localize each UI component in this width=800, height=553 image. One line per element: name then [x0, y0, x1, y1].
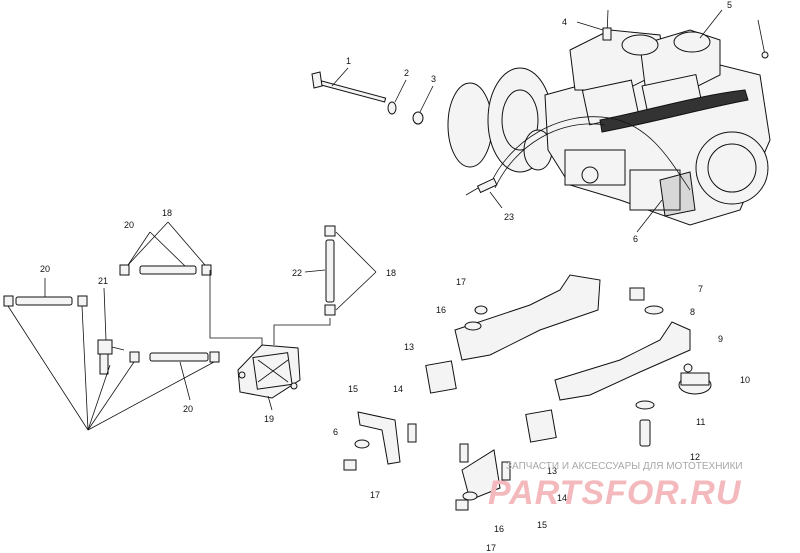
engine-mount-brackets: [343, 274, 712, 511]
callout-16-top: 16: [436, 305, 446, 315]
callout-20-top: 20: [124, 220, 134, 230]
callout-labels: 1 2 3 4 5 6 23 18 20 20 21 22 18 19 20 1…: [40, 0, 750, 553]
callout-15-right: 15: [537, 520, 547, 530]
callout-14-right: 14: [557, 493, 567, 503]
callout-15-left: 15: [348, 384, 358, 394]
callout-22: 22: [292, 268, 302, 278]
callout-18-top: 18: [162, 208, 172, 218]
callout-16-bottom: 16: [494, 524, 504, 534]
callout-17-bottom: 17: [486, 543, 496, 553]
callout-6-engine: 6: [633, 234, 638, 244]
callout-21: 21: [98, 276, 108, 286]
callout-23: 23: [504, 212, 514, 222]
callout-20-bottom: 20: [183, 404, 193, 414]
watermark-logo: PARTSFOR.RU: [488, 474, 742, 512]
callout-20-left: 20: [40, 264, 50, 274]
callout-13-upper: 13: [404, 342, 414, 352]
callout-17-top: 17: [456, 277, 466, 287]
throttle-cable-end: [465, 177, 498, 196]
fuel-pump: [237, 344, 301, 399]
callout-13-lower: 13: [547, 466, 557, 476]
callout-14-left: 14: [393, 384, 403, 394]
callout-9: 9: [718, 334, 723, 344]
callout-5: 5: [727, 0, 732, 10]
engine-mount-bolt-set: [311, 71, 424, 125]
engine-assembly: [447, 9, 771, 226]
callout-3: 3: [431, 74, 436, 84]
callout-10: 10: [740, 375, 750, 385]
callout-12: 12: [690, 452, 700, 462]
fuel-hoses: [3, 225, 336, 375]
callout-19: 19: [264, 414, 274, 424]
watermark: ЗАПЧАСТИ И АКСЕССУАРЫ ДЛЯ МОТОТЕХНИКИ PA…: [488, 461, 743, 512]
callout-1: 1: [346, 56, 351, 66]
leader-lines: [7, 9, 723, 431]
callout-6-bottom: 6: [333, 427, 338, 437]
callout-2: 2: [404, 68, 409, 78]
callout-17-mid: 17: [370, 490, 380, 500]
watermark-tagline: ЗАПЧАСТИ И АКСЕССУАРЫ ДЛЯ МОТОТЕХНИКИ: [506, 461, 743, 472]
callout-18-right: 18: [386, 268, 396, 278]
callout-4: 4: [562, 17, 567, 27]
callout-7: 7: [698, 284, 703, 294]
callout-11: 11: [696, 417, 705, 427]
callout-8: 8: [690, 307, 695, 317]
